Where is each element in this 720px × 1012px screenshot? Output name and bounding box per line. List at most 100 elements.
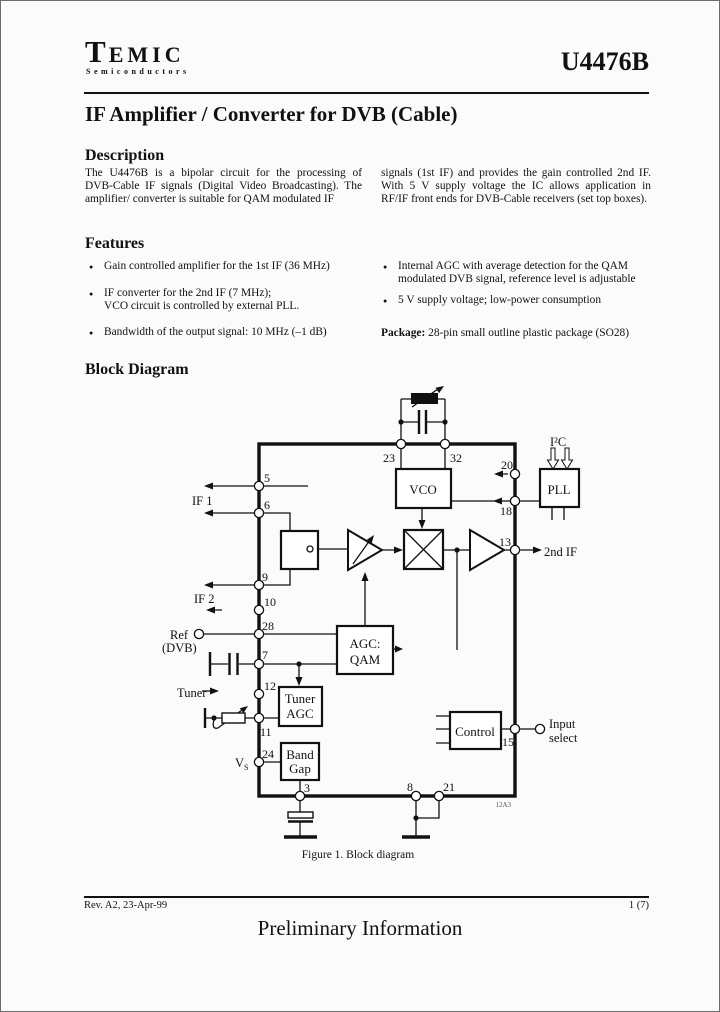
feature-line: Gain controlled amplifier for the 1st IF… — [104, 260, 330, 272]
brand-subtitle: Semiconductors — [86, 67, 190, 76]
pin-label-3: 3 — [304, 781, 310, 795]
pin-label-32: 32 — [450, 451, 462, 465]
tuner-agc-label-line1: Tuner — [285, 691, 316, 706]
i2c-label: I²C — [550, 435, 566, 449]
feature-line: Internal AGC with average detection for … — [398, 260, 628, 272]
tuner-agc-block — [277, 685, 324, 728]
pin-label-21: 21 — [443, 780, 455, 794]
feature-item: ● 5 V supply voltage; low-power consumpt… — [383, 294, 656, 307]
description-line: RF/IF front ends for DVB-Cable receivers… — [381, 193, 648, 206]
bullet-icon: ● — [89, 290, 94, 298]
ic-body-outline — [257, 442, 517, 798]
junction-dots — [211, 419, 460, 821]
pin-label-7: 7 — [262, 648, 268, 662]
decoupling-capacitor — [287, 811, 314, 819]
features-heading: Features — [85, 235, 145, 252]
i2c-arrow-icon — [560, 447, 574, 470]
bullet-icon: ● — [383, 263, 388, 271]
description-line: amplifier/ converter is suitable for QAM… — [85, 193, 334, 206]
vs-label: V — [235, 756, 244, 770]
feature-item: ● Bandwidth of the output signal: 10 MHz… — [89, 326, 374, 339]
header-rule — [84, 92, 649, 94]
gain-control-arrow — [352, 539, 371, 565]
footer-rule — [84, 896, 649, 898]
pin-label-8: 8 — [407, 780, 413, 794]
pin-20 — [509, 468, 521, 480]
pin-label-23: 23 — [383, 451, 395, 465]
pin-label-10: 10 — [264, 595, 276, 609]
figure-caption: Figure 1. Block diagram — [302, 849, 414, 861]
feature-item: ● Gain controlled amplifier for the 1st … — [89, 260, 364, 273]
pin-label-6: 6 — [264, 498, 270, 512]
pin-9 — [253, 579, 265, 591]
pin-label-18: 18 — [500, 504, 512, 518]
if1-label: IF 1 — [192, 494, 213, 508]
ref-terminal — [193, 628, 205, 640]
pin-32 — [439, 438, 451, 450]
input-select-label2: select — [549, 731, 578, 745]
pin-6 — [253, 507, 265, 519]
bullet-icon: ● — [383, 297, 388, 305]
pin-24 — [253, 756, 265, 768]
switch-contact — [306, 545, 314, 553]
signal-arrowheads — [204, 386, 542, 714]
description-line: With 5 V supply voltage the IC allows ap… — [381, 180, 651, 193]
feature-line: IF converter for the 2nd IF (7 MHz); — [104, 287, 272, 299]
agc-qam-block — [335, 624, 395, 676]
pin-11 — [253, 712, 265, 724]
pll-block — [538, 467, 581, 509]
pin-15 — [509, 723, 521, 735]
feature-line: modulated DVB signal, reference level is… — [398, 273, 636, 286]
tank-inductor — [411, 393, 438, 404]
pin-18 — [509, 495, 521, 507]
agc-label-line1: AGC: — [349, 636, 380, 651]
revision-text: Rev. A2, 23-Apr-99 — [84, 900, 168, 911]
agc-label-line2: QAM — [350, 652, 381, 667]
input-select-terminal — [534, 723, 546, 735]
ref-dvb-label: (DVB) — [162, 641, 197, 655]
ref-label: Ref — [170, 628, 189, 642]
if2-label: IF 2 — [194, 592, 215, 606]
pin-label-13: 13 — [499, 535, 511, 549]
feature-line: 5 V supply voltage; low-power consumptio… — [398, 294, 602, 306]
pin-3 — [294, 790, 306, 802]
pin-label-11: 11 — [260, 725, 272, 739]
brand-rest: EMIC — [108, 42, 185, 67]
brand-initial: T — [85, 34, 109, 69]
control-label: Control — [455, 724, 495, 739]
pin-label-9: 9 — [262, 570, 268, 584]
page-number: 1 (7) — [628, 900, 649, 911]
pin-13 — [509, 544, 521, 556]
vco-block — [394, 467, 453, 510]
brand-logo: TEMIC — [85, 34, 185, 70]
band-gap-label-line2: Gap — [289, 761, 311, 776]
bullet-icon: ● — [89, 263, 94, 271]
feature-item: ● Internal AGC with average detection fo… — [383, 260, 656, 286]
feature-line: Bandwidth of the output signal: 10 MHz (… — [104, 326, 327, 338]
document-status: Preliminary Information — [257, 916, 463, 940]
i2c-arrow-icon — [546, 447, 560, 470]
vco-label: VCO — [409, 482, 436, 497]
input-select-label: Input — [549, 717, 576, 731]
pll-label: PLL — [547, 482, 570, 497]
package-note: Package: 28-pin small outline plastic pa… — [381, 327, 651, 340]
block-diagram-heading: Block Diagram — [85, 361, 189, 378]
control-block — [448, 710, 503, 751]
pin-21 — [433, 790, 445, 802]
description-left-column: The U4476B is a bipolar circuit for the … — [85, 167, 362, 207]
package-text: 28-pin small outline plastic package (SO… — [425, 327, 630, 339]
part-number: U4476B — [560, 47, 649, 76]
description-line: The U4476B is a bipolar circuit for the … — [85, 167, 362, 179]
feature-line: VCO circuit is controlled by external PL… — [104, 300, 300, 313]
tuner-agc-label-line2: AGC — [286, 706, 313, 721]
pin-5 — [253, 480, 265, 492]
pin-23 — [395, 438, 407, 450]
pin-label-28: 28 — [262, 619, 274, 633]
mixer-x-icon — [403, 529, 444, 570]
pin-8 — [410, 790, 422, 802]
pin-12 — [253, 688, 265, 700]
pin-label-24: 24 — [262, 747, 274, 761]
pin-label-12: 12 — [264, 679, 276, 693]
pin-label-15: 15 — [502, 735, 514, 749]
